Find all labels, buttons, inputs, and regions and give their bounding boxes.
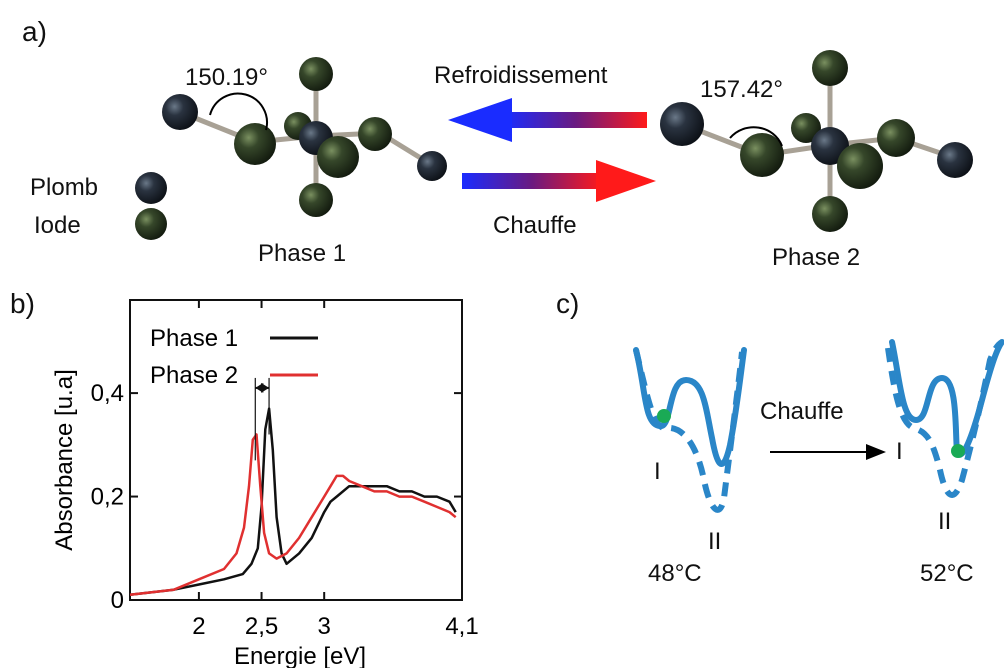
series-line-phase-1: [129, 407, 457, 597]
landscape-48c-dashed: [633, 349, 745, 513]
cooling-label: Refroidissement: [434, 62, 608, 89]
left-temperature: 48°C: [648, 560, 702, 587]
series-line-phase-2: [129, 433, 457, 597]
plomb-legend-ball: [135, 172, 167, 204]
x-tick-label-2: 3: [318, 613, 331, 640]
landscape-48c: [633, 347, 747, 513]
phase1-label: Phase 1: [258, 240, 347, 267]
landscape-52c: [885, 339, 1004, 498]
plot-frame: [129, 299, 463, 601]
legend-plomb: Plomb: [30, 174, 99, 201]
heating-arrow-c: [770, 444, 886, 460]
y-tick-label-2: 0,4: [91, 380, 124, 407]
y-axis-title: Absorbance [u.a]: [51, 369, 78, 550]
legend-iode: Iode: [34, 212, 81, 239]
phase2-label: Phase 2: [772, 244, 861, 271]
panel-b-label: b): [10, 288, 35, 319]
iode-legend-ball: [135, 208, 167, 240]
x-tick-label-1: 2,5: [245, 613, 278, 640]
right-state-1-label: I: [896, 438, 903, 465]
phase2-molecule: [660, 50, 973, 232]
energy-landscape-diagram: [633, 339, 1004, 513]
heating-arrow: [462, 160, 656, 202]
panel-c-arrow-label: Chauffe: [760, 398, 844, 425]
chart-legend: Phase 1 Phase 2: [150, 325, 318, 389]
absorbance-chart: 2 2,5 3 4,1 0 0,2 0,4 Absorbance [u.a] Energie…: [51, 299, 479, 668]
y-tick-label-1: 0,2: [91, 484, 124, 511]
landscape-52c-solid: [889, 339, 1004, 458]
left-state-1-label: I: [654, 458, 661, 485]
x-tick-label-3: 4,1: [445, 613, 478, 640]
state-dot-48c: [657, 409, 671, 423]
y-tick-label-0: 0: [111, 587, 124, 614]
x-axis-title: Energie [eV]: [234, 643, 366, 668]
right-temperature: 52°C: [920, 560, 974, 587]
heating-label: Chauffe: [493, 212, 577, 239]
right-state-2-label: II: [938, 508, 952, 535]
legend-phase1-label: Phase 1: [150, 325, 238, 352]
phase2-angle: 157.42°: [700, 76, 784, 103]
left-state-2-label: II: [708, 528, 722, 555]
panel-a-label: a): [22, 16, 47, 47]
state-dot-52c: [951, 444, 965, 458]
landscape-52c-dashed: [885, 339, 1004, 498]
panel-c-label: c): [556, 288, 580, 319]
x-tick-label-0: 2: [192, 613, 205, 640]
phase1-molecule: [162, 57, 447, 217]
phase1-angle: 150.19°: [185, 64, 269, 91]
peak-shift-arrowhead-right: [261, 382, 270, 393]
cooling-arrow: [448, 98, 647, 142]
legend-phase2-label: Phase 2: [150, 362, 238, 389]
panel-a-illustration: [135, 50, 973, 240]
